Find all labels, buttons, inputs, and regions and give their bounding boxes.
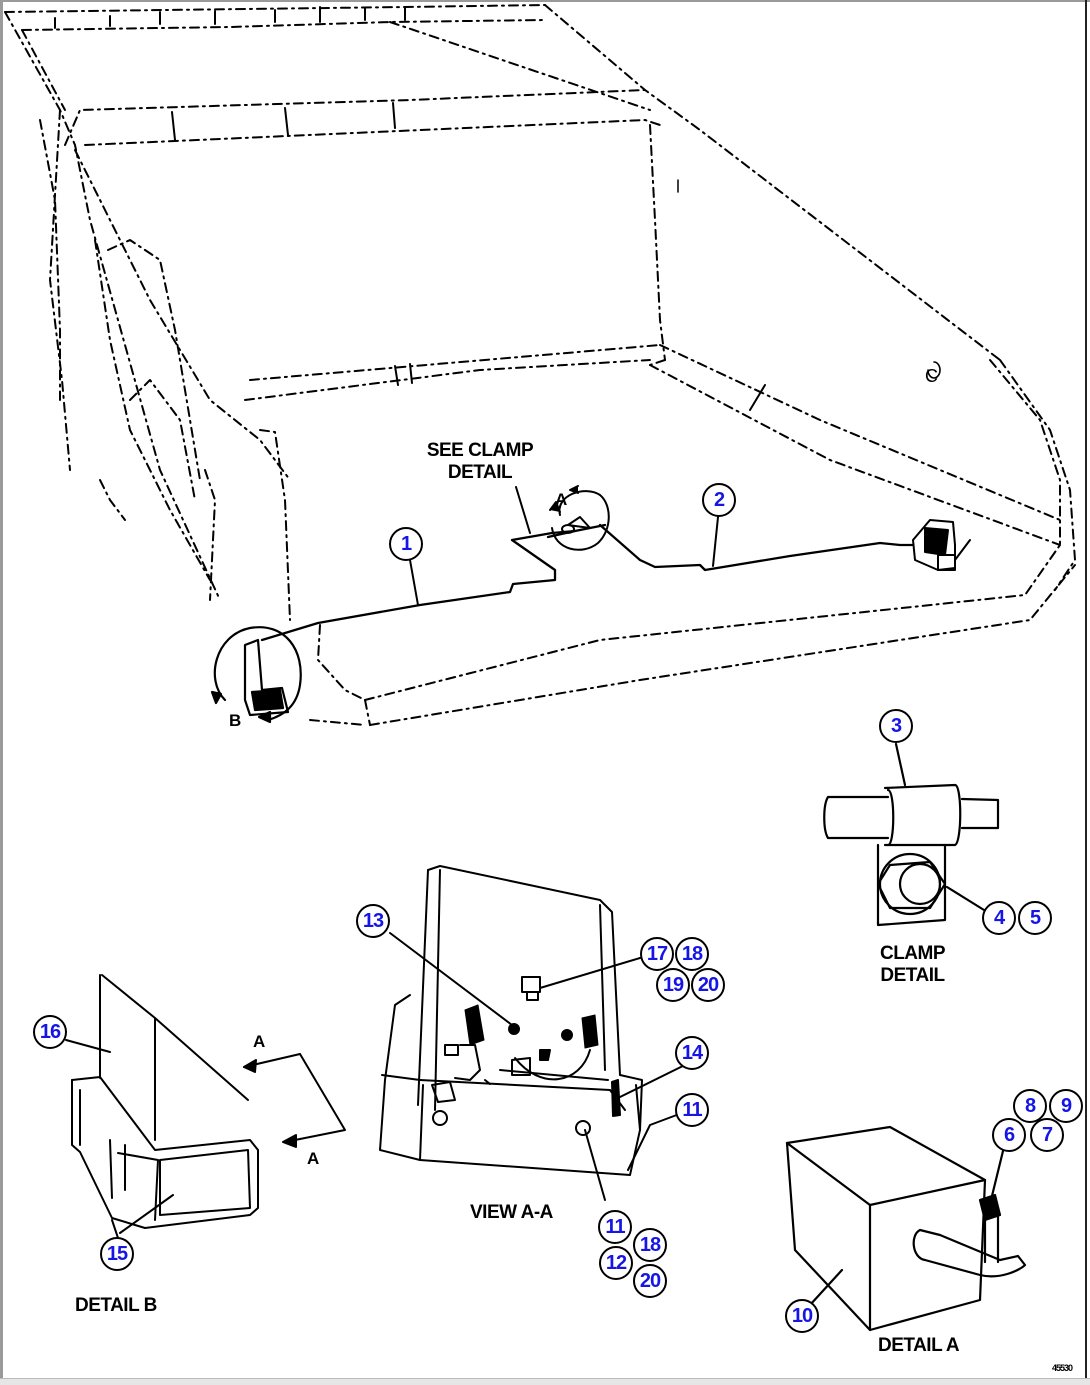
callout-8: 8 (1013, 1089, 1047, 1123)
view-a-marker: A (555, 490, 567, 509)
detail-b-label: DETAIL B (75, 1295, 157, 1316)
callout-17: 17 (640, 937, 674, 971)
callout-1: 1 (389, 527, 423, 561)
callout-5: 5 (1018, 901, 1052, 935)
callout-11-bottom: 11 (598, 1210, 632, 1244)
callout-6: 6 (992, 1118, 1026, 1152)
detail-a-art (785, 1125, 1027, 1332)
callout-16: 16 (33, 1015, 67, 1049)
clamp-detail-line1: CLAMP (879, 943, 946, 964)
detail-a-label: DETAIL A (878, 1335, 960, 1356)
callout-4: 4 (982, 901, 1016, 935)
view-b-marker: B (229, 711, 241, 730)
callout-3: 3 (879, 709, 913, 743)
cab-hatch-marks (54, 6, 971, 561)
callout-14: 14 (675, 1036, 709, 1070)
callout-10: 10 (785, 1299, 819, 1333)
callout-19: 19 (656, 968, 690, 1002)
callout-20-top: 20 (691, 968, 725, 1002)
detail-b-art (65, 974, 346, 1239)
clamp-detail-line2: DETAIL (880, 965, 945, 986)
callout-9: 9 (1049, 1089, 1083, 1123)
see-clamp-detail-line1: SEE CLAMP (426, 440, 534, 461)
leader-lines (409, 486, 719, 606)
frame-border-bottom (0, 1378, 1090, 1385)
view-a-circle (549, 485, 610, 551)
frame-border-left (0, 0, 3, 1384)
section-arrow-a-bottom-label: A (307, 1149, 319, 1168)
clamp-detail-art (823, 742, 1000, 927)
drawing-number: 45530 (1052, 1363, 1073, 1373)
callout-2: 2 (702, 483, 736, 517)
callout-12: 12 (599, 1246, 633, 1280)
reference-c-label: C (925, 366, 938, 386)
front-connector-bracket (912, 519, 956, 571)
section-arrow-a-top-label: A (253, 1032, 265, 1051)
callout-7: 7 (1030, 1118, 1064, 1152)
view-b-circle (210, 626, 302, 724)
callout-11-right: 11 (675, 1093, 709, 1127)
see-clamp-detail-label: SEE CLAMP DETAIL (410, 440, 550, 484)
see-clamp-detail-line2: DETAIL (447, 462, 513, 483)
cab-outline-phantom (4, 4, 1076, 726)
harness-wire (260, 523, 914, 642)
callout-18-top: 18 (675, 937, 709, 971)
frame-border-right (1085, 0, 1087, 1384)
callout-18-bottom: 18 (633, 1228, 667, 1262)
callout-13: 13 (356, 904, 390, 938)
callout-15: 15 (100, 1237, 134, 1271)
callout-20-bottom: 20 (633, 1264, 667, 1298)
clamp-detail-label: CLAMP DETAIL (860, 943, 965, 987)
view-aa-label: VIEW A-A (470, 1202, 553, 1223)
view-aa-art (379, 865, 698, 1201)
frame-border-top (0, 0, 1090, 2)
